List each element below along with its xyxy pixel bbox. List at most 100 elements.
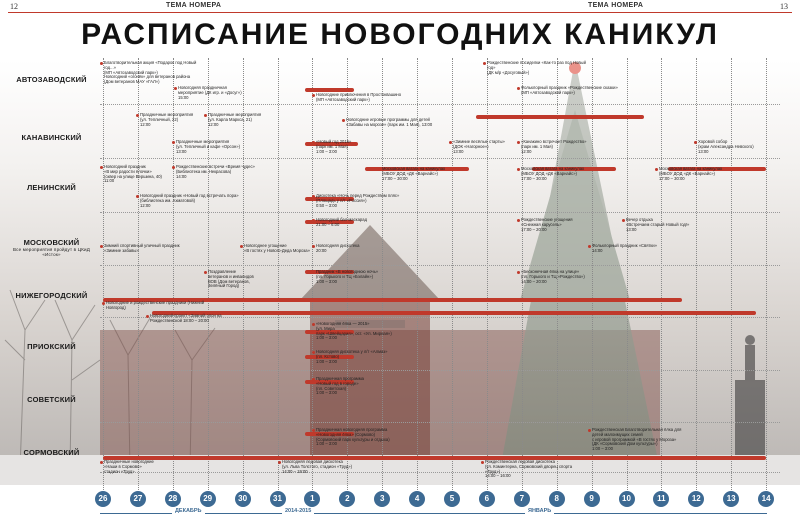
event-note: Новогодний бал маскарад 21:00 – 6:00 bbox=[316, 217, 368, 227]
event-note: «Новый год 2015» (парк им. 1 Мая) 1:00 –… bbox=[316, 139, 352, 154]
event-marker bbox=[172, 166, 175, 169]
event-bar bbox=[103, 456, 767, 460]
event-note: Рождественские угощения «Снежная карусел… bbox=[521, 217, 573, 232]
day-gridline bbox=[731, 58, 733, 490]
event-note: Московская ватага на каникулах (МБОУ ДОД… bbox=[659, 166, 723, 181]
day-marker: 26 bbox=[95, 491, 111, 507]
event-marker bbox=[312, 429, 315, 432]
day-gridline bbox=[312, 58, 314, 490]
event-bar bbox=[668, 167, 767, 171]
event-marker bbox=[588, 245, 591, 248]
event-marker bbox=[312, 271, 315, 274]
event-note: Праздничные мероприятия (ул. Тепличный и… bbox=[176, 139, 240, 154]
day-marker: 27 bbox=[129, 491, 146, 507]
event-note: Фольклорный праздник «Святки» 14:00 bbox=[592, 243, 657, 253]
day-gridline bbox=[382, 58, 384, 490]
event-marker bbox=[312, 245, 315, 248]
day-gridline bbox=[137, 58, 139, 490]
event-bar bbox=[305, 220, 355, 224]
district-label: СОВЕТСКИЙ bbox=[27, 395, 76, 404]
event-note: Праздничная программа «Новый год в город… bbox=[316, 376, 364, 396]
district-label: СОРМОВСКИЙ bbox=[23, 448, 80, 457]
month-december: ДЕКАБРЬ bbox=[172, 508, 205, 514]
event-note: Новогодняя дискотека у л/т «Алмаз» (пл. … bbox=[316, 349, 388, 364]
event-marker bbox=[102, 302, 105, 305]
district-label: КАНАВИНСКИЙ bbox=[21, 133, 82, 142]
event-bar bbox=[532, 167, 617, 171]
bare-trees bbox=[4, 289, 216, 471]
event-note: «Новогодняя ёлка — 2015» (ул. Мира парк … bbox=[316, 321, 392, 341]
day-marker: 3 bbox=[374, 491, 391, 507]
month-years: 2014-2015 bbox=[282, 508, 315, 514]
month-january: ЯНВАРЬ bbox=[525, 508, 555, 514]
day-gridline bbox=[347, 58, 349, 490]
day-gridline bbox=[207, 58, 209, 490]
event-marker bbox=[100, 166, 103, 169]
day-marker: 8 bbox=[548, 491, 565, 507]
event-note: Новогодние игровые программы для детей «… bbox=[346, 117, 433, 127]
event-marker bbox=[481, 461, 484, 464]
day-gridline bbox=[766, 58, 768, 490]
event-note: Московская ватага на каникулах (МБОУ ДОД… bbox=[382, 166, 446, 181]
day-marker: 14 bbox=[758, 491, 775, 507]
event-note: Новогоднее угощение «В гостях у Нового-Д… bbox=[244, 243, 310, 253]
event-note: Фольклорный праздник «Рождественские ска… bbox=[521, 85, 618, 95]
event-note: Новогодняя ледовая дискотека (ул. Льва Т… bbox=[282, 459, 352, 474]
event-marker bbox=[240, 245, 243, 248]
event-note: Новогодние и рождественские праздники (Н… bbox=[106, 300, 205, 310]
event-note: Новогодний праздник «Новый год встречать… bbox=[140, 193, 239, 208]
event-note: Благотворительная акция «Подарок под Нов… bbox=[104, 60, 197, 85]
event-note: Дискотека «Ночь перед Рождеством пляс» (… bbox=[316, 193, 400, 208]
event-marker bbox=[517, 168, 520, 171]
event-note: Новогодний проект «Зимний слон на Рождес… bbox=[150, 313, 222, 323]
section-label-left: ТЕМА НОМЕРА bbox=[166, 2, 222, 9]
event-marker bbox=[517, 271, 520, 274]
event-bar bbox=[305, 88, 355, 92]
event-marker bbox=[312, 351, 315, 354]
event-note: Поздравление ветеранов и инвалидов ВОВ (… bbox=[208, 269, 254, 289]
event-marker bbox=[312, 141, 315, 144]
row-separator bbox=[100, 265, 780, 266]
district-label: ЛЕНИНСКИЙ bbox=[26, 183, 77, 192]
event-marker bbox=[517, 219, 520, 222]
event-note: Новогодний праздник «В мир радости ёлочк… bbox=[104, 164, 162, 184]
event-note: Новогодняя дискотека 20:00 bbox=[316, 243, 360, 253]
row-separator bbox=[100, 472, 780, 473]
event-bar bbox=[364, 167, 470, 171]
event-marker bbox=[174, 87, 177, 90]
event-note: Хоровой собор (храм Александра Невского)… bbox=[698, 139, 754, 154]
day-gridline bbox=[661, 58, 663, 490]
event-bar bbox=[103, 298, 683, 302]
day-gridline bbox=[452, 58, 453, 490]
day-marker: 10 bbox=[618, 491, 635, 507]
event-note: «Зимние весёлые старты» (ДОК «Нагорное»)… bbox=[453, 139, 505, 154]
event-bar bbox=[305, 142, 358, 146]
day-gridline bbox=[696, 58, 698, 490]
event-bar bbox=[305, 380, 355, 384]
row-separator bbox=[100, 317, 780, 318]
page-number-right: 13 bbox=[780, 2, 788, 11]
day-marker: 12 bbox=[688, 491, 705, 507]
day-marker: 1 bbox=[304, 491, 321, 507]
event-marker bbox=[136, 114, 139, 117]
event-marker bbox=[517, 141, 520, 144]
district-label: ПРИОКСКИЙ bbox=[27, 342, 76, 351]
event-marker bbox=[100, 245, 103, 248]
event-marker bbox=[312, 195, 315, 198]
event-note: Рождественские посиделки «Как-то раз под… bbox=[487, 60, 586, 75]
event-note: Вечер отдыха «Встречаем старый Новый год… bbox=[626, 217, 690, 232]
event-bar bbox=[305, 432, 355, 436]
day-gridline bbox=[242, 58, 244, 490]
row-separator bbox=[100, 158, 780, 159]
event-note: Праздничные мероприятия (ул. Карла Маркс… bbox=[208, 112, 262, 127]
day-gridline bbox=[486, 58, 488, 490]
day-gridline bbox=[591, 58, 593, 490]
row-separator bbox=[100, 422, 780, 423]
day-gridline bbox=[172, 58, 174, 490]
event-marker bbox=[312, 94, 315, 97]
row-separator bbox=[100, 370, 780, 371]
event-marker bbox=[136, 195, 139, 198]
event-note: Рождественские встречи «Время чудес» (Би… bbox=[176, 164, 255, 179]
row-separator bbox=[100, 104, 780, 105]
